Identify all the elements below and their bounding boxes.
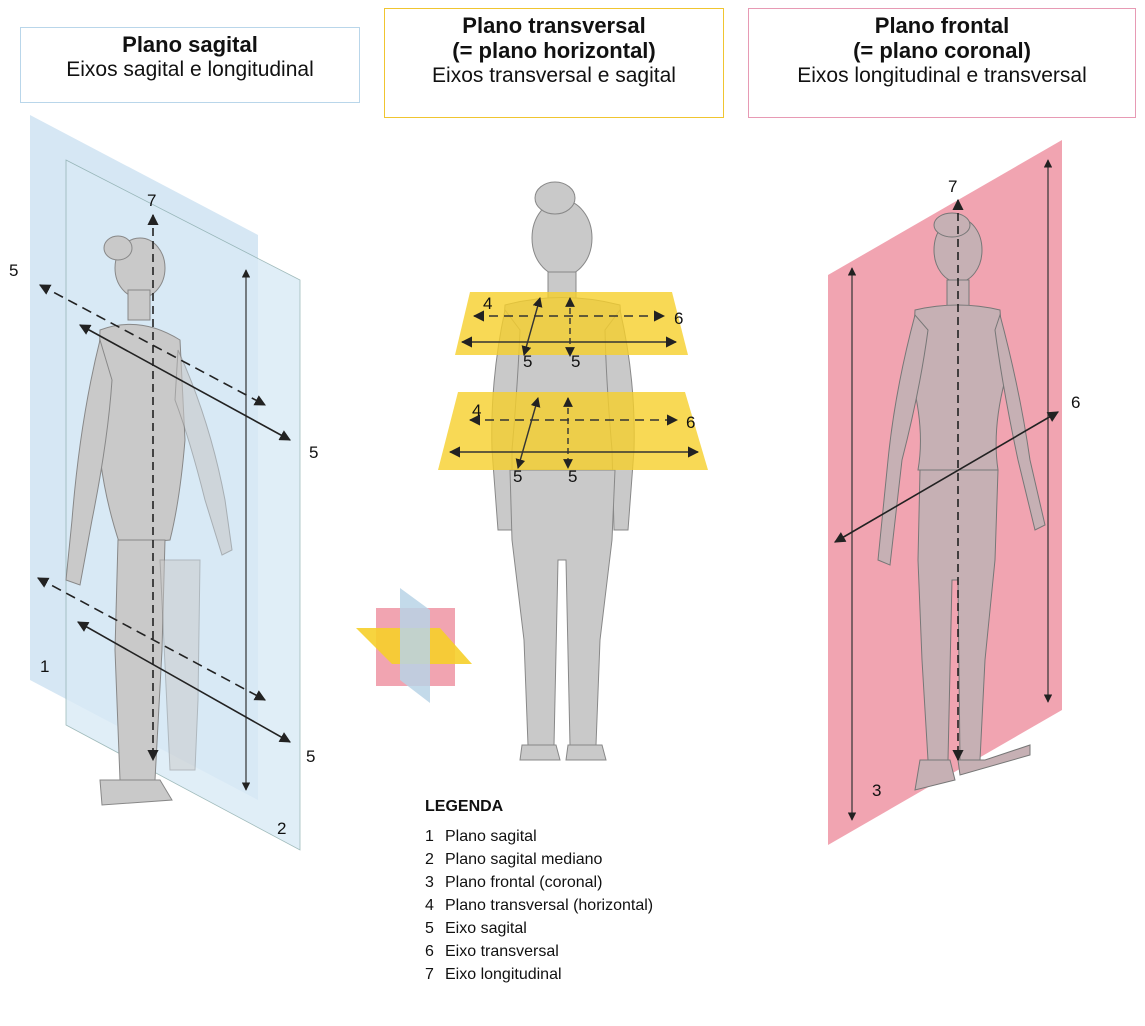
transverse-upper-label-5a: 5 xyxy=(523,352,532,371)
frontal-label-3: 3 xyxy=(872,781,881,800)
legend-item-text: Eixo transversal xyxy=(445,943,559,960)
sagittal-label-5-top: 5 xyxy=(9,261,18,280)
sagittal-label-1: 1 xyxy=(40,657,49,676)
legend-item-number: 4 xyxy=(425,894,445,917)
transverse-lower-label-4: 4 xyxy=(472,401,481,420)
sagittal-label-5-mid: 5 xyxy=(309,443,318,462)
transverse-upper-label-5b: 5 xyxy=(571,352,580,371)
frontal-label-6: 6 xyxy=(1071,393,1080,412)
transverse-upper-label-4: 4 xyxy=(483,294,492,313)
legend-item-number: 6 xyxy=(425,940,445,963)
transverse-lower-label-5b: 5 xyxy=(568,467,577,486)
legend-item-text: Plano sagital mediano xyxy=(445,851,602,868)
legend-item-text: Eixo longitudinal xyxy=(445,966,562,983)
frontal-panel: 7 6 3 xyxy=(828,140,1080,845)
legend-item-number: 3 xyxy=(425,871,445,894)
planes-orientation-icon xyxy=(356,588,472,703)
legend-item-text: Plano transversal (horizontal) xyxy=(445,897,653,914)
transverse-panel: 4 6 5 5 4 6 5 5 xyxy=(438,182,708,760)
legend-item-number: 5 xyxy=(425,917,445,940)
transverse-upper-label-6: 6 xyxy=(674,309,683,328)
sagittal-panel: 7 5 5 5 1 2 xyxy=(9,115,318,850)
legend-item-number: 7 xyxy=(425,963,445,986)
legend-item-text: Plano sagital xyxy=(445,828,537,845)
legend-item-number: 1 xyxy=(425,825,445,848)
legend-item-text: Eixo sagital xyxy=(445,920,527,937)
sagittal-label-7: 7 xyxy=(147,191,156,210)
transverse-lower-label-6: 6 xyxy=(686,413,695,432)
sagittal-label-5-bottom: 5 xyxy=(306,747,315,766)
legend-title: LEGENDA xyxy=(425,795,653,818)
sagittal-label-2: 2 xyxy=(277,819,286,838)
frontal-label-7: 7 xyxy=(948,177,957,196)
legend-item-number: 2 xyxy=(425,848,445,871)
transverse-lower-label-5a: 5 xyxy=(513,467,522,486)
legend-item-text: Plano frontal (coronal) xyxy=(445,874,602,891)
